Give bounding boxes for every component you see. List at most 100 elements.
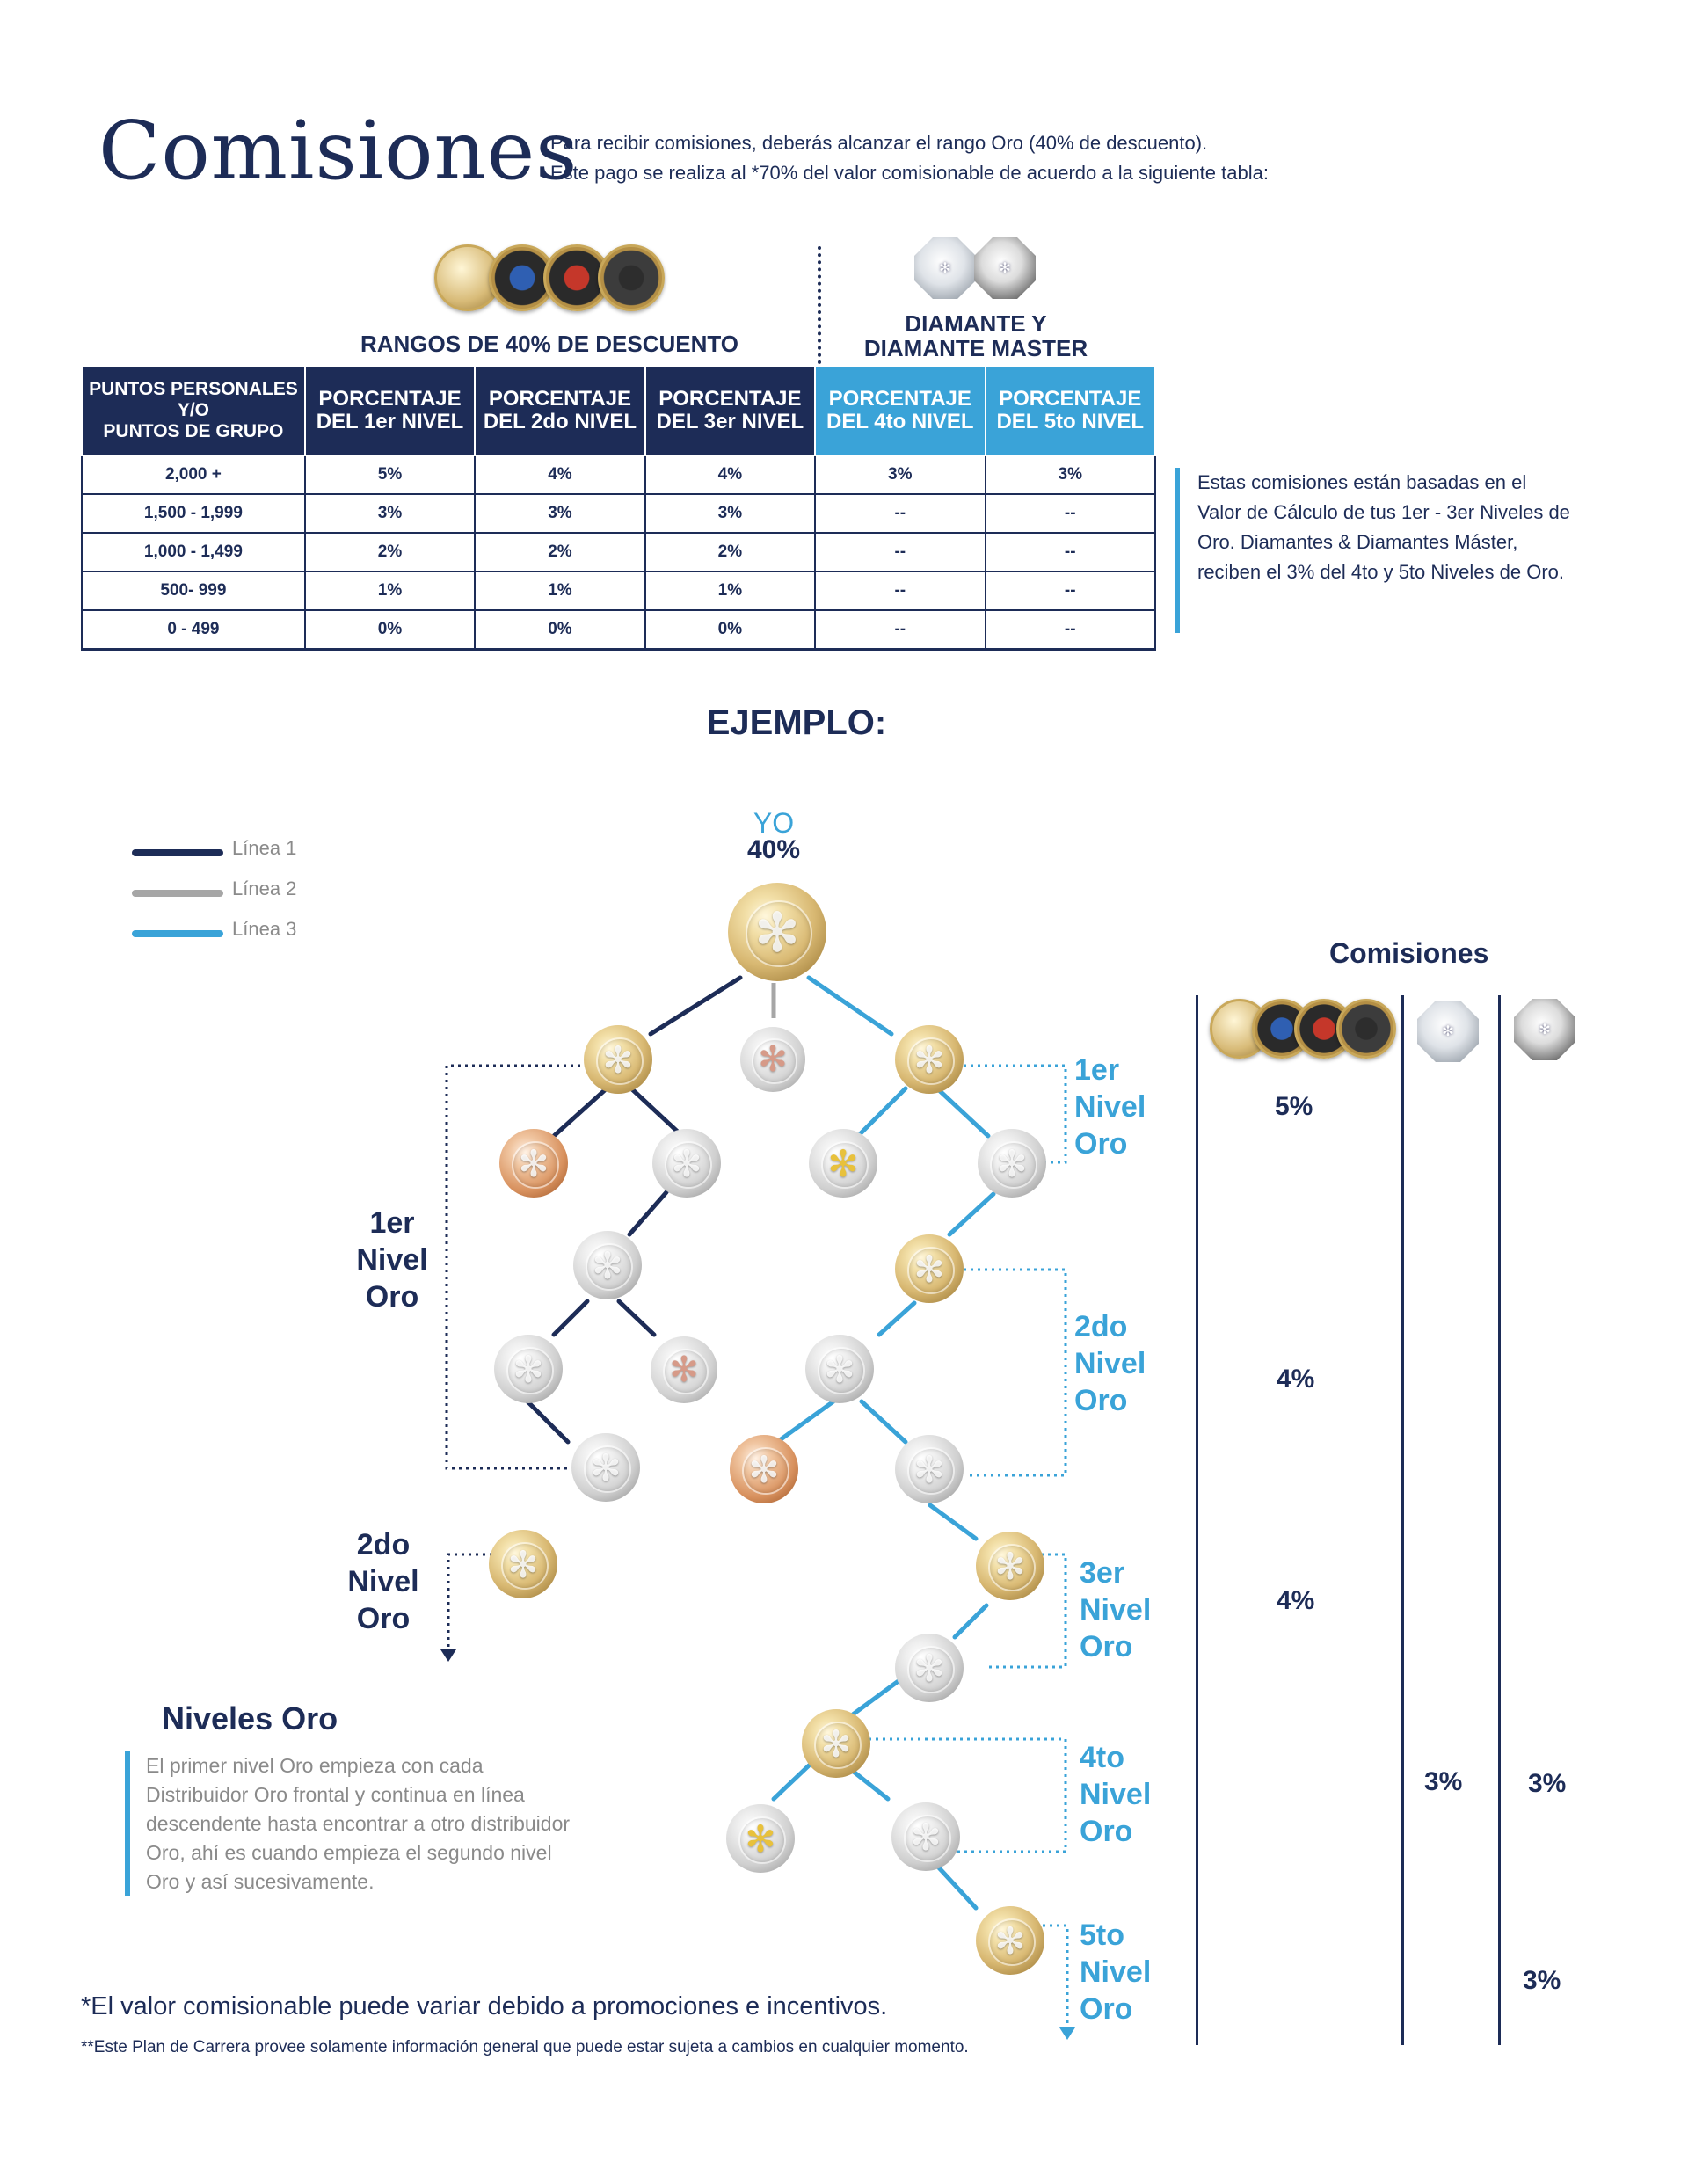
cell: 2% — [644, 532, 817, 572]
silver-medallion-icon: ✻ — [573, 1231, 642, 1299]
legend-label-2: Línea 2 — [232, 877, 297, 899]
cell: 1% — [644, 571, 817, 611]
gold-ranks-caption: RANGOS DE 40% DE DESCUENTO — [360, 331, 739, 357]
commission-note: Estas comisiones están basadas en el Val… — [1175, 468, 1575, 633]
silver-medallion-icon: ✻ — [895, 1435, 964, 1503]
cell: -- — [984, 493, 1156, 534]
legend-label-3: Línea 3 — [232, 918, 297, 940]
gold-rank-badges-small — [1210, 999, 1396, 1060]
cell: -- — [984, 532, 1156, 572]
commission-level-3: 4% — [1277, 1586, 1315, 1615]
cell-points: 1,000 - 1,499 — [81, 532, 306, 572]
legend-line-1-swatch — [132, 849, 223, 856]
table-row: 2,000 + 5% 4% 4% 3% 3% — [81, 455, 1156, 495]
cell: -- — [814, 532, 986, 572]
cell: 3% — [644, 493, 817, 534]
gold-medallion-icon: ✻ — [489, 1530, 557, 1598]
cell: 1% — [303, 571, 477, 611]
silver-medallion-icon: ✻ — [805, 1335, 874, 1403]
cell-points: 500- 999 — [81, 571, 306, 611]
table-row: 1,000 - 1,499 2% 2% 2% -- -- — [81, 532, 1156, 572]
bronze-medallion-icon: ✻ — [730, 1435, 798, 1503]
footnote-1: *El valor comisionable puede variar debi… — [81, 1992, 888, 2020]
onyx-badge-icon — [598, 244, 665, 311]
gold-medallion-icon: ✻ — [584, 1025, 652, 1094]
cell: 1% — [474, 571, 646, 611]
cell-points: 0 - 499 — [81, 609, 306, 651]
cell: 0% — [644, 609, 817, 651]
silver-medallion-icon: ✻ — [895, 1634, 964, 1702]
table-row: 500- 999 1% 1% 1% -- -- — [81, 571, 1156, 611]
diamond-master-badge-icon: ✻ — [1514, 999, 1575, 1060]
rose-medallion-icon: ✻ — [651, 1336, 717, 1403]
table-row: 1,500 - 1,999 3% 3% 3% -- -- — [81, 493, 1156, 534]
commission-level-5-master: 3% — [1523, 1966, 1561, 1995]
cell-points: 1,500 - 1,999 — [81, 493, 306, 534]
cell: 2% — [474, 532, 646, 572]
intro-line-1: Para recibir comisiones, deberás alcanza… — [550, 132, 1208, 154]
legend-label-1: Línea 1 — [232, 837, 297, 859]
cell-points: 2,000 + — [81, 455, 306, 495]
niveles-oro-title: Niveles Oro — [162, 1700, 338, 1736]
footnote-2: **Este Plan de Carrera provee solamente … — [81, 2038, 969, 2057]
diamond-master-badge-icon: ✻ — [974, 237, 1036, 299]
you-medallion-icon: ✻ — [728, 883, 826, 981]
gold-rank-badges — [434, 243, 689, 313]
niveles-oro-text: El primer nivel Oro empieza con cada Dis… — [125, 1751, 586, 1896]
comisiones-title: Comisiones — [1329, 937, 1489, 969]
rose-medallion-icon: ✻ — [740, 1027, 805, 1092]
cell: 5% — [303, 455, 477, 495]
commission-level-2: 4% — [1277, 1365, 1315, 1394]
gold-medallion-icon: ✻ — [976, 1906, 1044, 1975]
bronze-medallion-icon: ✻ — [499, 1129, 568, 1198]
legend-line-3-swatch — [132, 930, 223, 937]
cell: 0% — [303, 609, 477, 651]
commission-level-4-diamante: 3% — [1424, 1767, 1463, 1796]
diamond-badge-icon: ✻ — [914, 237, 976, 299]
diamond-badge-icon: ✻ — [1417, 1001, 1479, 1062]
silver-medallion-icon: ✻ — [891, 1802, 960, 1871]
cell: 3% — [984, 455, 1156, 495]
page-title: Comisiones — [98, 104, 578, 198]
cell: -- — [984, 609, 1156, 651]
silver-medallion-icon: ✻ — [571, 1433, 640, 1502]
cell: 0% — [474, 609, 646, 651]
yellow-medallion-icon: ✻ — [726, 1804, 795, 1873]
commission-level-4-master: 3% — [1528, 1769, 1567, 1798]
table-row: 0 - 499 0% 0% 0% -- -- — [81, 609, 1156, 651]
intro-line-2: Este pago se realiza al *70% del valor c… — [550, 162, 1269, 184]
onyx-badge-icon — [1336, 999, 1396, 1059]
silver-medallion-icon: ✻ — [494, 1335, 563, 1403]
cell: 4% — [644, 455, 817, 495]
gold-medallion-icon: ✻ — [895, 1234, 964, 1303]
cell: -- — [814, 609, 986, 651]
silver-medallion-icon: ✻ — [978, 1129, 1046, 1198]
cell: -- — [814, 571, 986, 611]
cell: 3% — [303, 493, 477, 534]
yo-percent: 40% — [746, 835, 801, 864]
commission-level-1: 5% — [1275, 1092, 1313, 1121]
column-rule — [1401, 995, 1404, 2045]
gold-medallion-icon: ✻ — [895, 1025, 964, 1094]
cell: 3% — [814, 455, 986, 495]
column-rule — [1498, 995, 1501, 2045]
rank-separator — [818, 246, 821, 364]
legend-line-2-swatch — [132, 890, 223, 897]
column-rule — [1196, 995, 1198, 2045]
example-title: EJEMPLO: — [706, 703, 887, 742]
yellow-medallion-icon: ✻ — [809, 1129, 877, 1198]
